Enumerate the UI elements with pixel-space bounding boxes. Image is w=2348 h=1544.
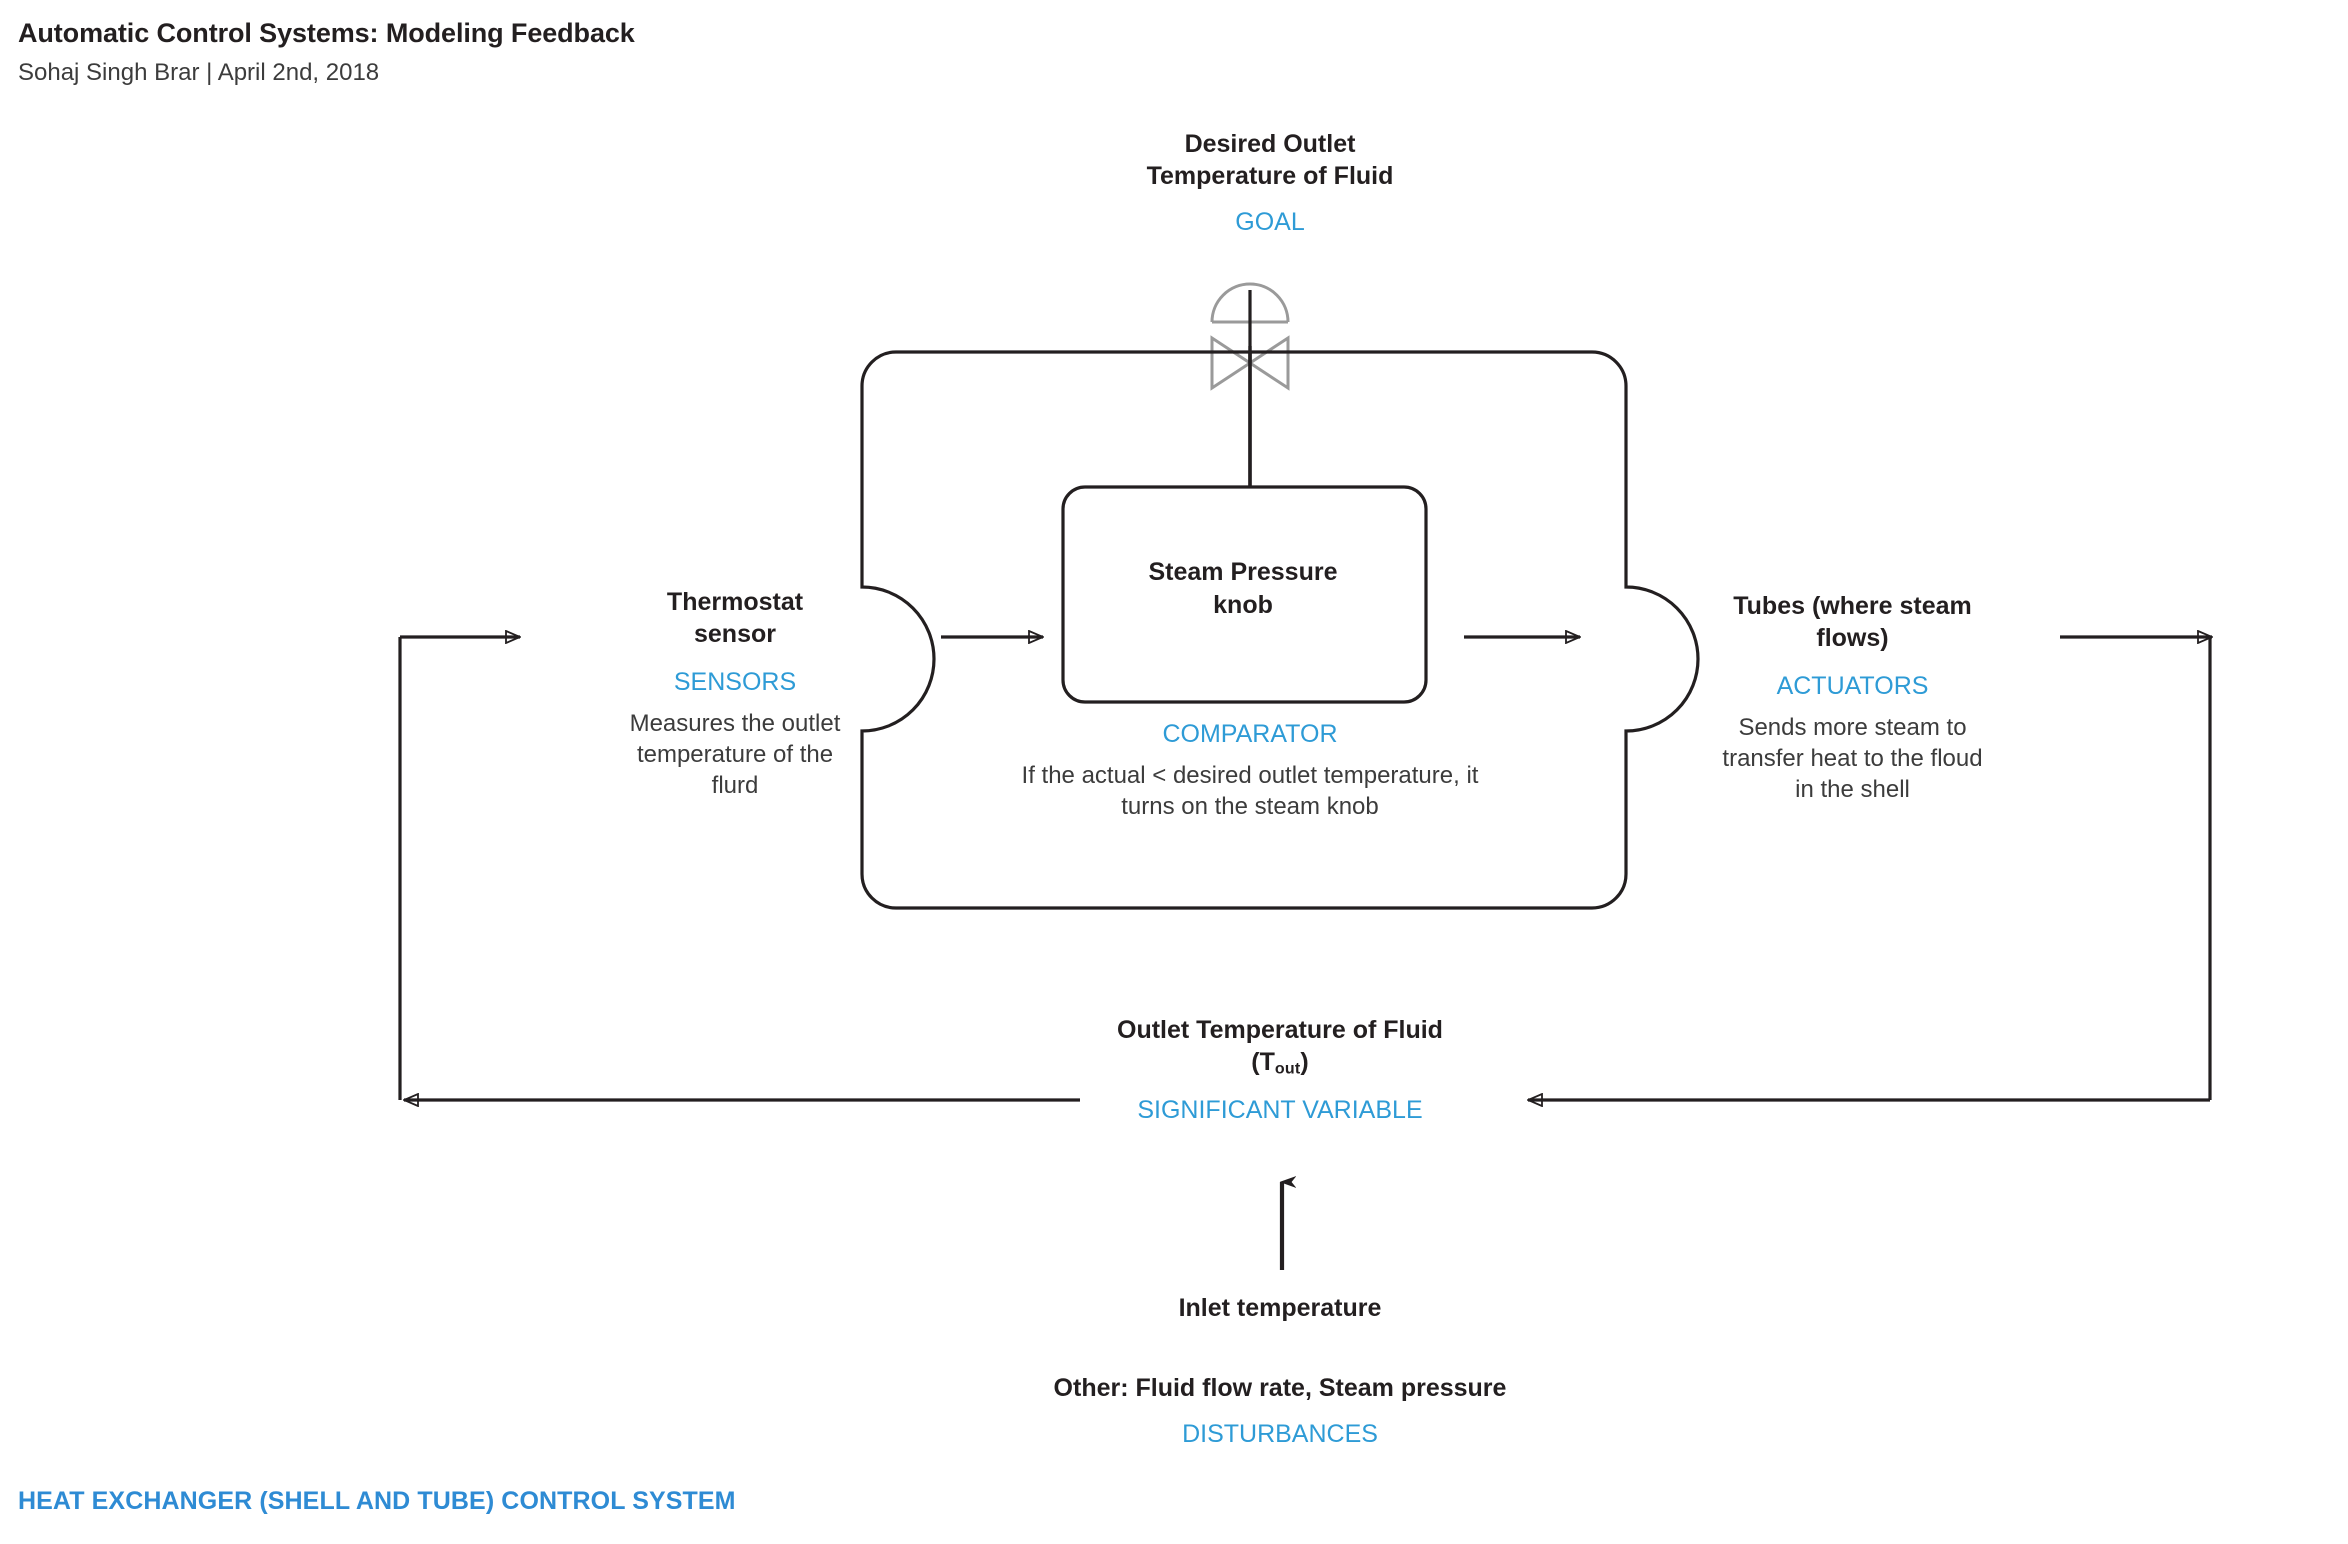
disturbances-role-label: DISTURBANCES (1182, 1420, 1378, 1448)
actuators-node: Tubes (where steam flows) ACTUATORS Send… (1655, 590, 2050, 806)
sensors-desc-line3: flurd (711, 772, 759, 800)
significant-variable-title: Outlet Temperature of Fluid (Tout) (1020, 1014, 1540, 1080)
plant-container-outline (860, 350, 1700, 910)
sigvar-title-line2: (Tout) (1251, 1048, 1309, 1078)
comparator-desc-line2: turns on the steam knob (1121, 793, 1379, 821)
sensors-description: Measures the outlet temperature of the f… (540, 708, 930, 802)
sensors-role-label: SENSORS (673, 668, 797, 696)
actuators-title: Tubes (where steam flows) (1655, 590, 2050, 654)
comparator-role-label: COMPARATOR (1162, 720, 1338, 748)
disturbances-node: Other: Fluid flow rate, Steam pressure D… (960, 1372, 1600, 1450)
goal-role-label: GOAL (1235, 208, 1305, 236)
actuators-title-line1: Tubes (where steam (1733, 592, 1972, 620)
disturbances-other-label: Other: Fluid flow rate, Steam pressure (1053, 1374, 1507, 1402)
sensors-title-line1: Thermostat (666, 588, 804, 616)
significant-variable-role-label: SIGNIFICANT VARIABLE (1137, 1095, 1423, 1124)
goal-title-line2: Temperature of Fluid (1146, 162, 1394, 190)
sigvar-title-line1: Outlet Temperature of Fluid (1117, 1016, 1443, 1044)
sensors-title: Thermostat sensor (540, 586, 930, 650)
sigvar-symbol-post: ) (1300, 1048, 1309, 1076)
sensors-title-line2: sensor (694, 620, 776, 648)
sigvar-symbol-pre: (T (1251, 1048, 1275, 1076)
actuators-desc-line1: Sends more steam to (1738, 714, 1967, 741)
sensors-desc-line1: Measures the outlet (629, 710, 841, 737)
actuators-role-label: ACTUATORS (1776, 672, 1929, 700)
page-title: Automatic Control Systems: Modeling Feed… (18, 18, 635, 48)
actuators-title-line2: flows) (1816, 624, 1889, 652)
goal-title: Desired Outlet Temperature of Fluid (1040, 128, 1500, 192)
inlet-temperature-label: Inlet temperature (1178, 1294, 1382, 1322)
significant-variable-node: Outlet Temperature of Fluid (Tout) SIGNI… (1020, 1014, 1540, 1126)
actuators-desc-line2: transfer heat to the floud (1722, 745, 1983, 773)
goal-node: Desired Outlet Temperature of Fluid GOAL (1040, 128, 1500, 238)
steam-pressure-knob-box[interactable] (1061, 485, 1428, 704)
knob-label-line1: Steam Pressure (1148, 558, 1338, 586)
comparator-desc-line1: If the actual < desired outlet temperatu… (1021, 762, 1479, 789)
comparator-node: COMPARATOR If the actual < desired outle… (900, 718, 1600, 822)
author-byline: Sohaj Singh Brar | April 2nd, 2018 (18, 59, 380, 87)
actuators-description: Sends more steam to transfer heat to the… (1655, 712, 2050, 806)
goal-title-line1: Desired Outlet (1184, 130, 1356, 158)
document-header: Automatic Control Systems: Modeling Feed… (18, 18, 635, 87)
sigvar-symbol-subscript: out (1274, 1060, 1301, 1078)
steam-pressure-knob-label: Steam Pressure knob (1063, 556, 1423, 621)
footer-caption: HEAT EXCHANGER (SHELL AND TUBE) CONTROL … (18, 1487, 736, 1515)
comparator-description: If the actual < desired outlet temperatu… (900, 760, 1600, 822)
inlet-temperature-node: Inlet temperature (1060, 1292, 1500, 1324)
knob-label-line2: knob (1213, 590, 1273, 619)
sensors-node: Thermostat sensor SENSORS Measures the o… (540, 586, 930, 802)
actuators-desc-line3: in the shell (1795, 776, 1910, 804)
sensors-desc-line2: temperature of the (636, 741, 834, 769)
